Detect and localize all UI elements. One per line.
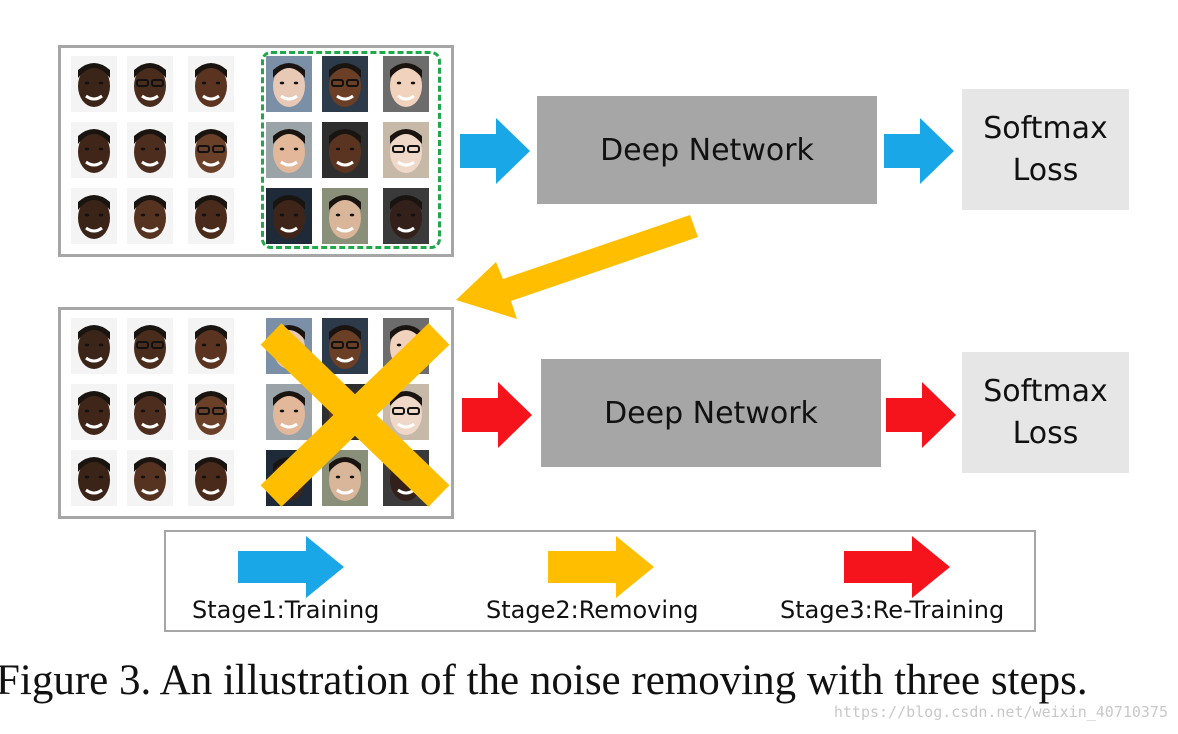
face-thumbnail <box>71 384 117 440</box>
softmax-loss-box: Softmax Loss <box>962 352 1129 473</box>
deep-network-box: Deep Network <box>541 359 881 467</box>
remove-cross-icon <box>260 323 450 507</box>
face-thumbnail <box>322 188 368 244</box>
training-arrow-icon <box>460 118 530 184</box>
stage2-arrow-icon <box>548 536 654 598</box>
face-thumbnail <box>322 122 368 178</box>
loss-label-line2: Loss <box>1012 152 1079 188</box>
face-thumbnail <box>188 122 234 178</box>
face-thumbnail <box>266 122 312 178</box>
training-arrow-icon <box>884 118 954 184</box>
face-thumbnail <box>127 122 173 178</box>
face-thumbnail <box>266 384 312 440</box>
noise-selection-box <box>261 51 441 249</box>
loss-label-line2: Loss <box>1012 415 1079 451</box>
face-thumbnail <box>127 56 173 112</box>
face-thumbnail <box>188 384 234 440</box>
face-thumbnail <box>127 450 173 506</box>
face-thumbnail <box>383 56 429 112</box>
face-thumbnail <box>188 450 234 506</box>
retraining-arrow-icon <box>886 382 956 448</box>
loss-label-line1: Softmax <box>983 373 1108 409</box>
deep-network-box: Deep Network <box>537 96 877 204</box>
face-thumbnail <box>383 122 429 178</box>
face-thumbnail <box>71 122 117 178</box>
removing-arrow-icon <box>456 215 698 319</box>
face-thumbnail <box>383 188 429 244</box>
legend-label-stage3: Stage3:Re-Training <box>780 596 1005 624</box>
softmax-loss-box: Softmax Loss <box>962 89 1129 210</box>
top-face-panel <box>58 45 454 257</box>
legend-label-stage1: Stage1:Training <box>192 596 380 624</box>
face-thumbnail <box>127 384 173 440</box>
figure-caption: Figure 3. An illustration of the noise r… <box>0 657 1088 704</box>
face-thumbnail <box>188 56 234 112</box>
face-thumbnail <box>71 318 117 374</box>
legend-label-stage2: Stage2:Removing <box>486 596 699 624</box>
loss-label-line1: Softmax <box>983 110 1108 146</box>
face-thumbnail <box>127 318 173 374</box>
face-thumbnail <box>322 56 368 112</box>
face-thumbnail <box>188 188 234 244</box>
face-thumbnail <box>127 188 173 244</box>
face-thumbnail <box>322 318 368 374</box>
face-thumbnail <box>266 56 312 112</box>
retraining-arrow-icon <box>462 382 532 448</box>
stage1-arrow-icon <box>238 536 344 598</box>
face-thumbnail <box>188 318 234 374</box>
watermark: https://blog.csdn.net/weixin_40710375 <box>833 703 1168 721</box>
face-thumbnail <box>71 450 117 506</box>
stage3-arrow-icon <box>844 536 950 598</box>
face-thumbnail <box>71 56 117 112</box>
face-thumbnail <box>71 188 117 244</box>
face-thumbnail <box>266 188 312 244</box>
bottom-face-panel <box>58 307 454 519</box>
legend: Stage1:Training Stage2:Removing Stage3:R… <box>164 530 1036 632</box>
